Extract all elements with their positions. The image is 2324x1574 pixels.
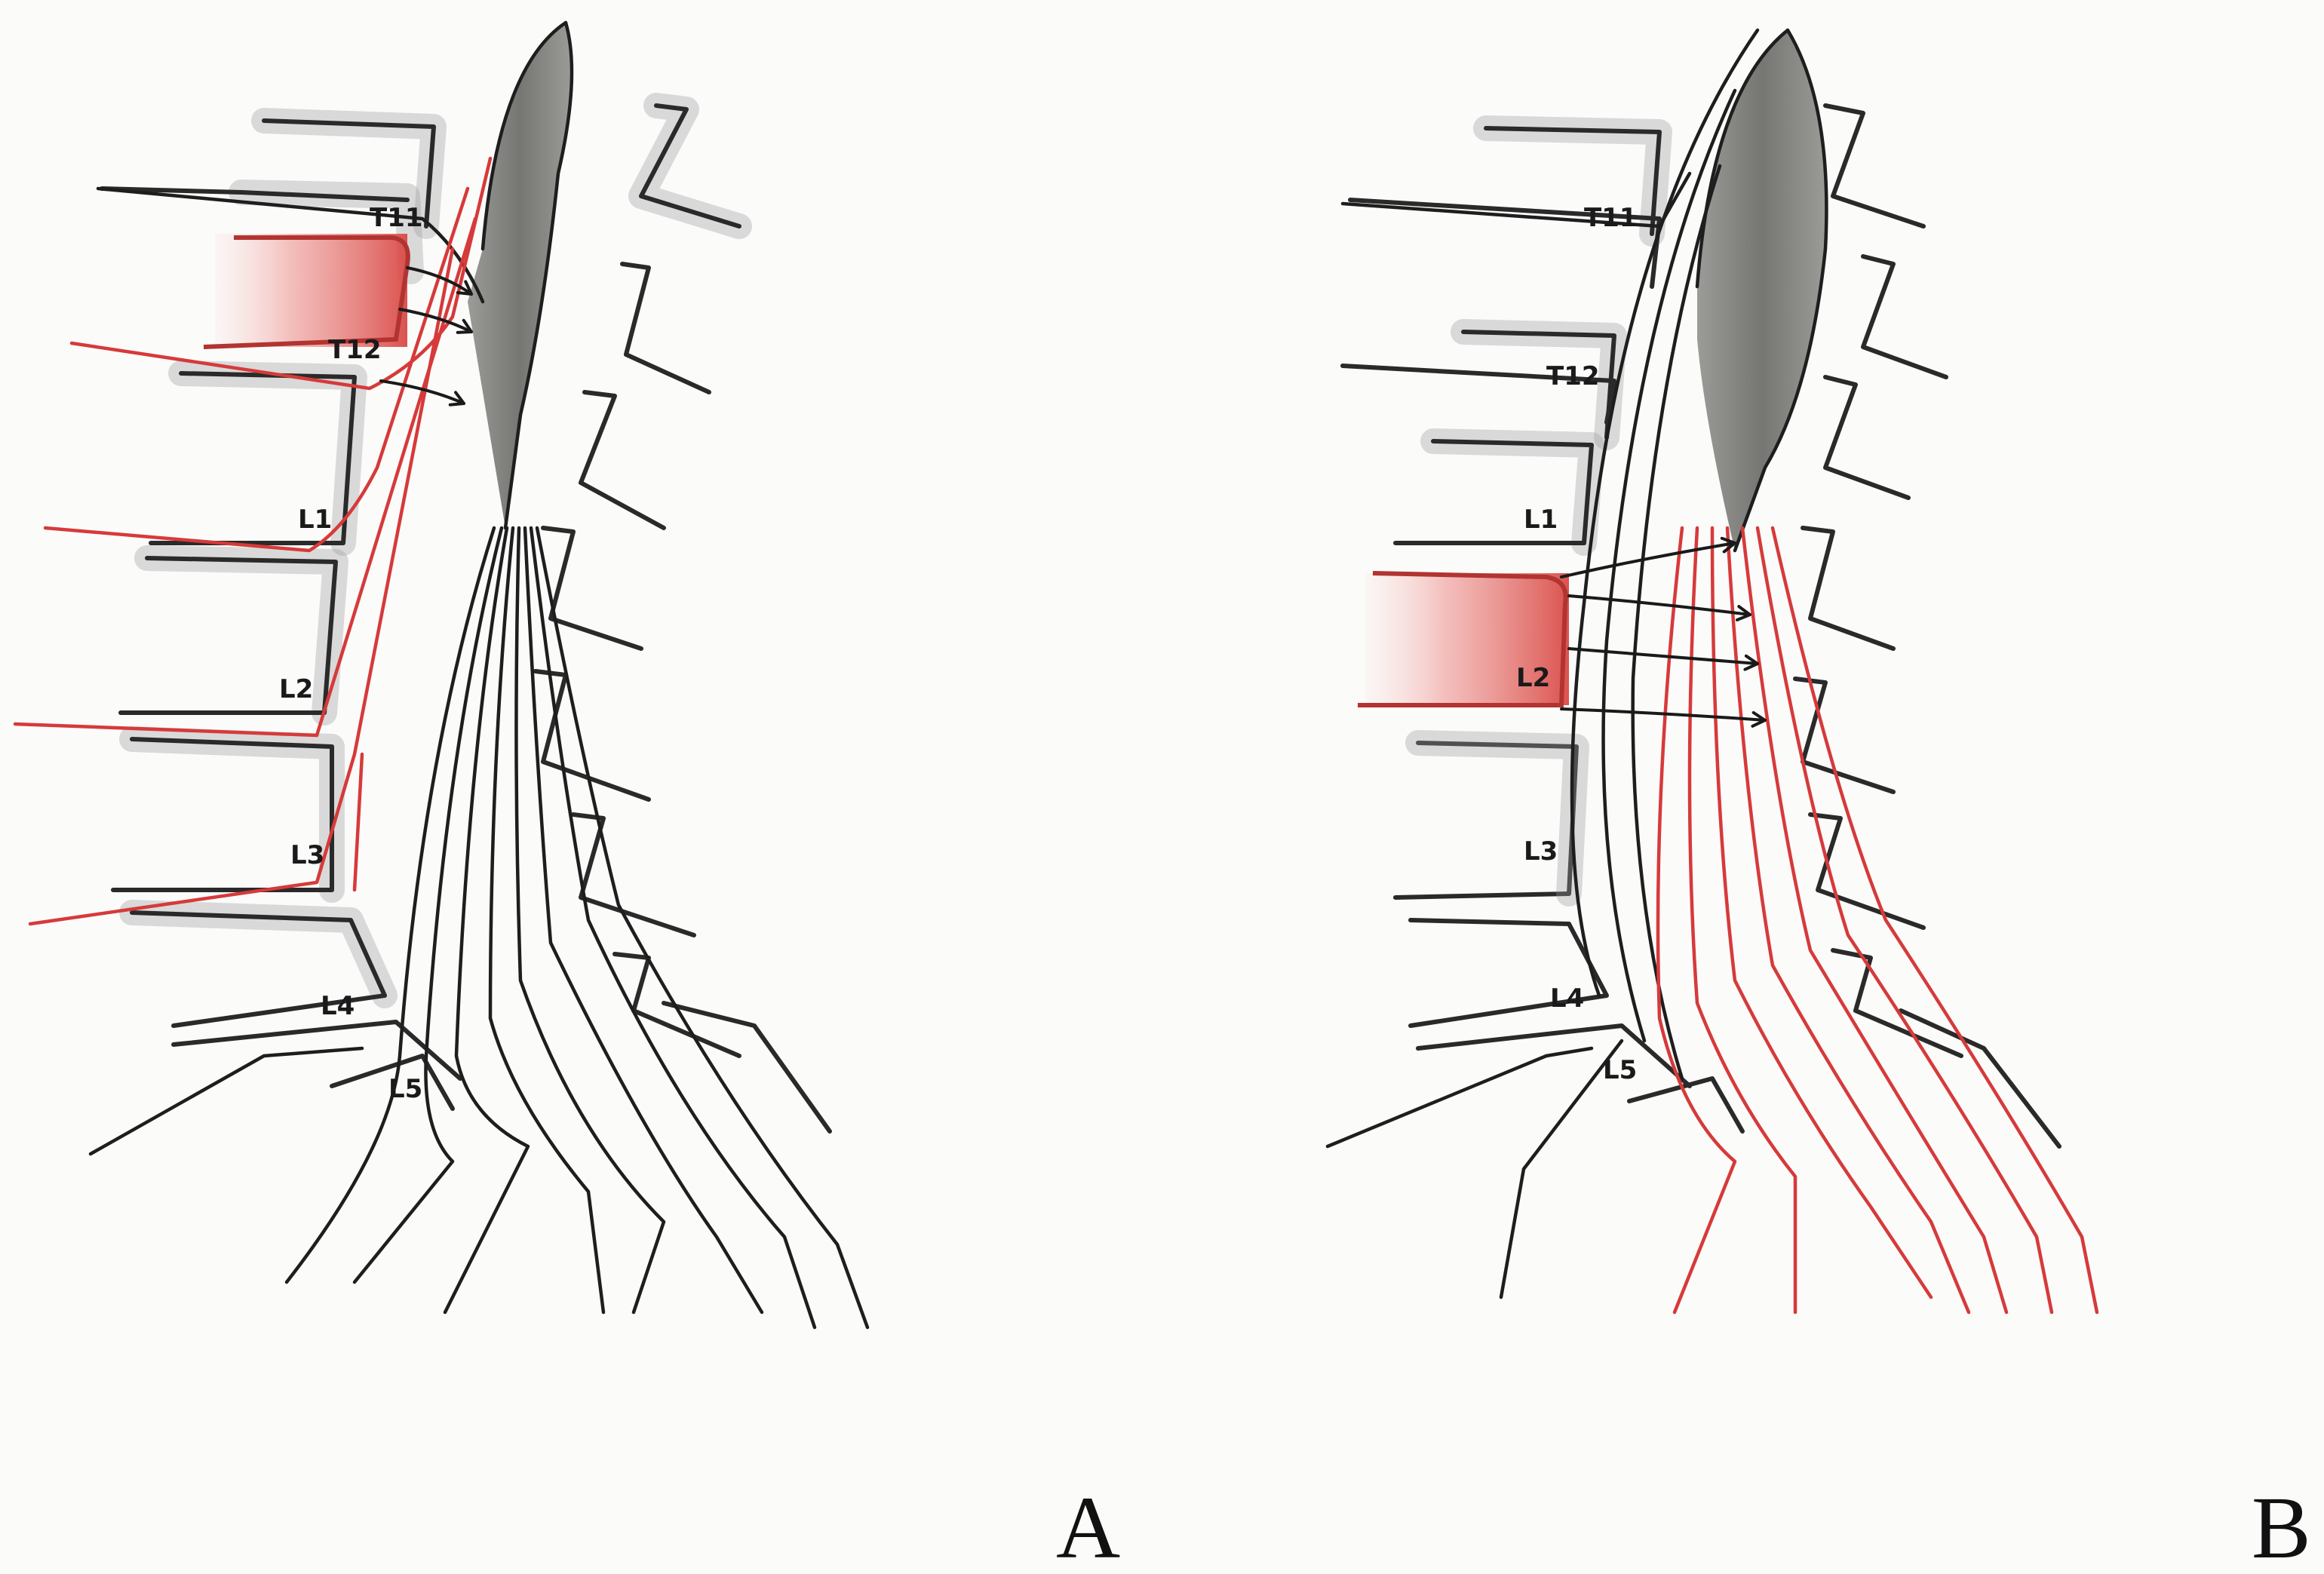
panel-a-vertebral-bodies <box>100 108 462 1111</box>
panel-a-label-l4: L4 <box>321 991 355 1021</box>
panel-a-affected-vertebra-highlight <box>215 234 407 347</box>
panel-b-cord-right-edge <box>1733 28 1828 553</box>
panel-a-affected-roots <box>13 156 493 926</box>
panel-a-spinal-cord <box>468 23 572 528</box>
panel-a-arrows <box>379 266 473 407</box>
panel-b-affected-vertebra-highlight <box>1365 573 1569 705</box>
panel-b-affected-vertebra-outline <box>1358 571 1568 707</box>
panel-a-affected-vertebra-outline <box>203 235 410 349</box>
panel-b-spinal-cord <box>1697 30 1827 551</box>
panel-a-cord-left-edge <box>480 20 568 251</box>
panel-b-vertebral-bodies <box>1340 115 1745 1134</box>
panel-b-black-roots <box>1325 28 1760 1299</box>
panel-b-label-t12: T12 <box>1546 361 1600 391</box>
panel-b-letter: B <box>2252 1478 2311 1574</box>
panel-a-label-l5: L5 <box>388 1074 422 1104</box>
panel-b-label-t11: T11 <box>1584 203 1638 233</box>
panel-b-label-l5: L5 <box>1603 1055 1637 1085</box>
panel-a-label-l3: L3 <box>290 840 324 870</box>
panel-a-spinous-processes <box>533 93 832 1134</box>
panel-b-label-l2: L2 <box>1516 663 1550 693</box>
panel-a-cord-right-edge <box>503 20 574 530</box>
panel-a-label-l1: L1 <box>298 505 332 535</box>
panel-b-label-l4: L4 <box>1550 983 1584 1014</box>
panel-a: T11 T12 L1 L2 L3 L4 L5 A <box>13 20 1120 1574</box>
panel-b-affected-cauda-equina <box>1656 526 2099 1315</box>
panel-a-letter: A <box>1056 1478 1120 1574</box>
panel-a-cauda-equina <box>284 526 870 1330</box>
panel-b-arrows <box>1560 536 1767 728</box>
panel-a-label-t12: T12 <box>328 335 382 365</box>
panel-b-cord-left-edge <box>1695 28 1790 289</box>
panel-a-label-t11: T11 <box>370 203 423 233</box>
panel-b-label-l3: L3 <box>1524 836 1558 867</box>
panel-b-label-l1: L1 <box>1524 505 1558 535</box>
panel-a-label-l2: L2 <box>279 674 313 704</box>
panel-b: T11 T12 L1 L2 L3 L4 L5 B <box>1325 28 2311 1574</box>
